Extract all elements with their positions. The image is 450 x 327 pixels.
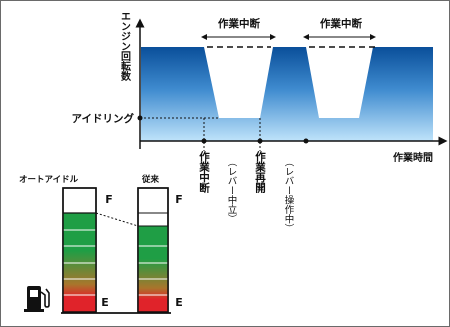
- event-note-lever-operating: （レバー操作中）: [283, 157, 295, 233]
- phase-label: 作業中断: [320, 17, 362, 30]
- auto-idle-label: オートアイドル: [19, 175, 79, 185]
- conventional-empty-mark: E: [175, 296, 183, 309]
- fuel-saving-connector: [95, 212, 139, 227]
- conventional-gauge-white-segments: [138, 245, 168, 296]
- conventional-gauge-segments: [138, 212, 168, 227]
- rpm-band: [141, 47, 433, 141]
- event-point: [303, 138, 309, 144]
- fuel-pump-icon: [24, 286, 50, 312]
- event-point: [257, 138, 263, 144]
- event-label-resume: 作業再開: [254, 150, 266, 194]
- conventional-gauge-frame: [137, 187, 169, 313]
- idling-label: アイドリング: [72, 112, 135, 125]
- phase-label: 作業中断: [218, 17, 260, 30]
- auto-idle-gauge-frame: [62, 187, 97, 313]
- event-label-pause: 作業中断: [198, 150, 210, 194]
- auto-idle-empty-mark: E: [101, 296, 109, 309]
- event-point: [201, 138, 207, 144]
- auto-idle-gauge-segments: [63, 229, 96, 296]
- x-axis-label: 作業時間: [393, 151, 433, 164]
- auto-idle-full-mark: F: [105, 193, 113, 206]
- event-note-lever-neutral: （レバー中立）: [226, 157, 238, 224]
- conventional-full-mark: F: [175, 193, 183, 206]
- conventional-label: 従来: [141, 174, 160, 185]
- y-axis-label: エンジン回転数: [119, 11, 131, 82]
- conventional-gauge-fill: [138, 226, 168, 312]
